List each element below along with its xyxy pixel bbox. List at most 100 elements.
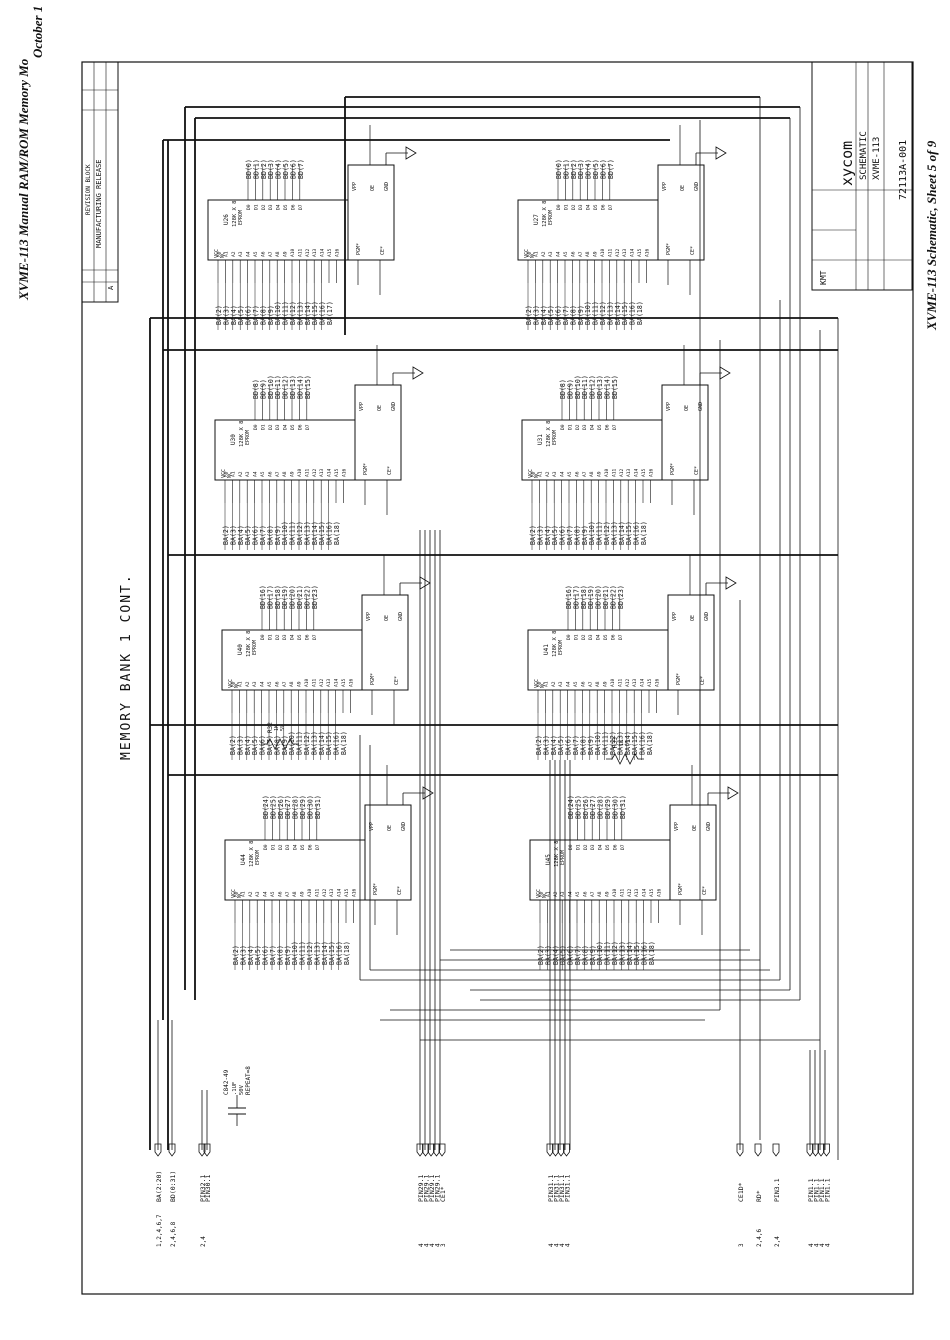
- chip-control-body: [657, 164, 705, 261]
- address-pin-label: A7: [588, 681, 594, 687]
- connector-sheet-ref: 3: [440, 1243, 447, 1247]
- connector-symbol: [754, 1143, 762, 1157]
- address-pin-label: A9: [283, 251, 289, 257]
- data-pin-label: D0: [253, 424, 259, 430]
- address-pin-label: A8: [595, 681, 601, 687]
- data-net-label: BD(14): [296, 375, 304, 399]
- vcc-pin-label: VCC: [536, 889, 542, 898]
- connector-sheet-ref: 4: [825, 1243, 832, 1247]
- address-net-label: BA(11): [289, 521, 297, 545]
- connector-symbol: [823, 1143, 830, 1157]
- vpp-pin-label: VPP: [666, 402, 672, 411]
- data-pin-label: D3: [285, 844, 291, 850]
- data-pin-label: D2: [583, 844, 589, 850]
- nc-pin-label: NC: [542, 892, 548, 898]
- address-net-label: BA(15): [318, 521, 326, 545]
- oe-pin-label: OE: [684, 405, 690, 411]
- address-net-label: BA(18): [646, 731, 654, 755]
- address-pin-label: A4: [560, 471, 566, 477]
- data-pin-label: D1: [567, 424, 573, 430]
- data-pin-label: D1: [270, 844, 276, 850]
- address-pin-label: A12: [627, 888, 633, 897]
- data-net-label: BD(20): [289, 585, 297, 609]
- connector-symbol: [198, 1143, 206, 1157]
- data-pin-label: D6: [604, 424, 610, 430]
- chip-type: 128K X 8: [249, 841, 255, 868]
- chip-ref: U30: [230, 434, 237, 445]
- ce-pin-label: CE*: [380, 246, 386, 255]
- data-net-label: BD(19): [587, 585, 595, 609]
- nc-pin-label: NC: [234, 682, 240, 688]
- connector-sheet-ref: 4: [565, 1243, 572, 1247]
- chip-ref: U44: [240, 854, 247, 865]
- resistor-symbol: [606, 753, 644, 765]
- pgm-pin-label: PGM*: [370, 673, 376, 685]
- vpp-pin-label: VPP: [359, 402, 365, 411]
- address-pin-label: A1: [537, 471, 543, 477]
- offpage-connector: PIN1.14: [823, 1143, 832, 1247]
- drawing-number: 72113A-001: [898, 140, 909, 200]
- address-pin-label: A10: [610, 678, 616, 687]
- data-pin-label: D6: [307, 844, 313, 850]
- address-net-label: BA(2): [537, 945, 545, 965]
- connector-symbol: [433, 1143, 440, 1157]
- address-net-label: BA(10): [596, 941, 604, 965]
- vpp-pin-label: VPP: [662, 182, 668, 191]
- address-net-label: BA(5): [547, 305, 555, 325]
- data-pin-label: D0: [246, 204, 252, 210]
- address-pin-label: A7: [285, 891, 291, 897]
- connector-net-label: BA(2:20): [155, 1171, 163, 1202]
- ground-symbol: [405, 146, 417, 160]
- address-net-label: BA(5): [551, 525, 559, 545]
- oe-pin-label: OE: [680, 185, 686, 191]
- data-net-label: BD(10): [574, 375, 582, 399]
- offpage-connector: PIN31.14: [546, 1143, 555, 1247]
- address-net-label: BA(6): [252, 525, 260, 545]
- address-pin-label: A5: [253, 251, 259, 257]
- data-net-label: BD(11): [581, 375, 589, 399]
- address-net-label: BA(11): [282, 301, 290, 325]
- address-pin-label: A0: [538, 891, 544, 897]
- data-net-label: BD(7): [297, 159, 305, 179]
- connector-symbol: [416, 1143, 424, 1157]
- address-net-label: BA(6): [565, 735, 573, 755]
- address-pin-label: A1: [237, 681, 243, 687]
- data-net-label: BD(31): [314, 795, 322, 819]
- address-net-label: BA(10): [274, 301, 282, 325]
- address-net-label: BA(4): [247, 945, 255, 965]
- address-pin-label: A11: [607, 248, 613, 257]
- address-net-label: BA(6): [555, 305, 563, 325]
- resistor-tolerance: 5%: [280, 725, 286, 731]
- address-pin-label: A15: [327, 248, 333, 257]
- resistor-symbol: [261, 738, 299, 750]
- data-pin-label: D3: [582, 424, 588, 430]
- address-pin-label: A1: [223, 251, 229, 257]
- connector-sheet-ref: 2,4: [774, 1236, 781, 1247]
- data-pin-label: D1: [575, 844, 581, 850]
- data-pin-label: D4: [596, 634, 602, 640]
- data-net-label: BD(30): [611, 795, 619, 819]
- address-net-label: BA(3): [239, 945, 247, 965]
- address-net-label: BA(10): [594, 731, 602, 755]
- address-net-label: BA(2): [222, 525, 230, 545]
- connector-net-label: PIN29.1: [417, 1175, 425, 1202]
- chip-control-body: [669, 804, 717, 901]
- address-pin-label: A14: [630, 248, 636, 257]
- address-net-label: BA(3): [236, 735, 244, 755]
- address-net-label: BA(13): [606, 301, 614, 325]
- chip-type: 128K X 8: [232, 201, 238, 228]
- address-net-label: BA(15): [621, 301, 629, 325]
- address-pin-label: A10: [600, 248, 606, 257]
- data-net-label: BD(16): [565, 585, 573, 609]
- address-net-label: BA(13): [296, 301, 304, 325]
- address-net-label: BA(7): [562, 305, 570, 325]
- address-pin-label: A7: [578, 251, 584, 257]
- oe-pin-label: OE: [384, 615, 390, 621]
- nc-pin-label: NC: [227, 472, 233, 478]
- address-net-label: BA(18): [648, 941, 656, 965]
- drawn-by: KMT: [819, 270, 828, 285]
- address-pin-label: A15: [637, 248, 643, 257]
